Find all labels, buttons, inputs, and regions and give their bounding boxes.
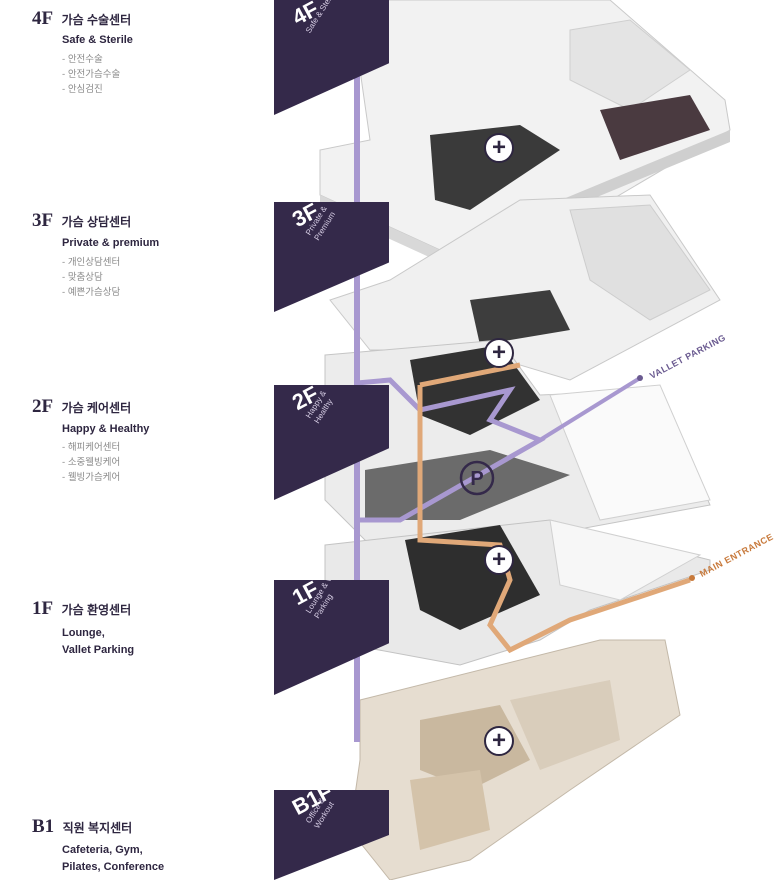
floor-subtitle: Safe & Sterile	[62, 34, 133, 46]
parking-icon: P	[459, 460, 495, 496]
vallet-parking-dot-icon	[637, 375, 643, 381]
plus-icon: +	[484, 133, 514, 163]
floor-code: B1	[32, 816, 55, 837]
floor-items: 안전수술 안전가슴수술 안심검진	[62, 52, 120, 97]
floor-subtitle: Pilates, Conference	[62, 861, 165, 873]
legend-heading: 3F 가슴 상담센터	[32, 210, 131, 232]
list-item: 맞춤상담	[62, 270, 120, 285]
list-item: 예쁜가슴상담	[62, 285, 120, 300]
floor-name: 가슴 케어센터	[61, 400, 132, 415]
building-illustration: P 4F Safe & Sterile 3F Private & Premium…	[270, 0, 774, 880]
list-item: 안심검진	[62, 82, 120, 97]
parking-symbol: P	[470, 468, 483, 490]
floor-subtitle: Lounge,	[62, 627, 105, 639]
vallet-parking-route-line	[538, 376, 642, 442]
main-entrance-dot-icon	[689, 575, 695, 581]
legend-heading: B1 직원 복지센터	[32, 816, 132, 838]
floor-slab-b1	[349, 639, 681, 880]
main-entrance-route-line	[417, 385, 691, 654]
floor-name: 가슴 수술센터	[61, 12, 132, 27]
floor-name: 가슴 상담센터	[61, 214, 132, 229]
floor-items: 개인상담센터 맞춤상담 예쁜가슴상담	[62, 255, 120, 300]
floor-slab-3f	[329, 194, 721, 381]
entrance-route-segment	[419, 362, 521, 388]
list-item: 웰빙가슴케어	[62, 470, 120, 485]
floor-name: 직원 복지센터	[62, 820, 133, 835]
plus-icon: +	[484, 338, 514, 368]
list-item: 소중웰빙케어	[62, 455, 120, 470]
floor-subtitle: Private & premium	[62, 237, 160, 249]
list-item: 해피케어센터	[62, 440, 120, 455]
floor-code: 2F	[32, 396, 54, 417]
floor-code: 4F	[32, 8, 54, 29]
building-floors-svg: P	[319, 0, 731, 880]
floor-name: 가슴 환영센터	[61, 602, 132, 617]
floor-subtitle: Happy & Healthy	[62, 423, 150, 435]
legend-heading: 2F 가슴 케어센터	[32, 396, 131, 418]
plus-icon: +	[484, 545, 514, 575]
legend-heading: 1F 가슴 환영센터	[32, 598, 131, 620]
legend-heading: 4F 가슴 수술센터	[32, 8, 131, 30]
floor-code: 1F	[32, 598, 54, 619]
floor-subtitle: Vallet Parking	[62, 644, 135, 656]
list-item: 개인상담센터	[62, 255, 120, 270]
floor-code: 3F	[32, 210, 54, 231]
list-item: 안전가슴수술	[62, 67, 120, 82]
floor-subtitle: Cafeteria, Gym,	[62, 844, 143, 856]
floor-items: 해피케어센터 소중웰빙케어 웰빙가슴케어	[62, 440, 120, 485]
plus-icon: +	[484, 726, 514, 756]
list-item: 안전수술	[62, 52, 120, 67]
parking-route-line	[356, 377, 546, 523]
